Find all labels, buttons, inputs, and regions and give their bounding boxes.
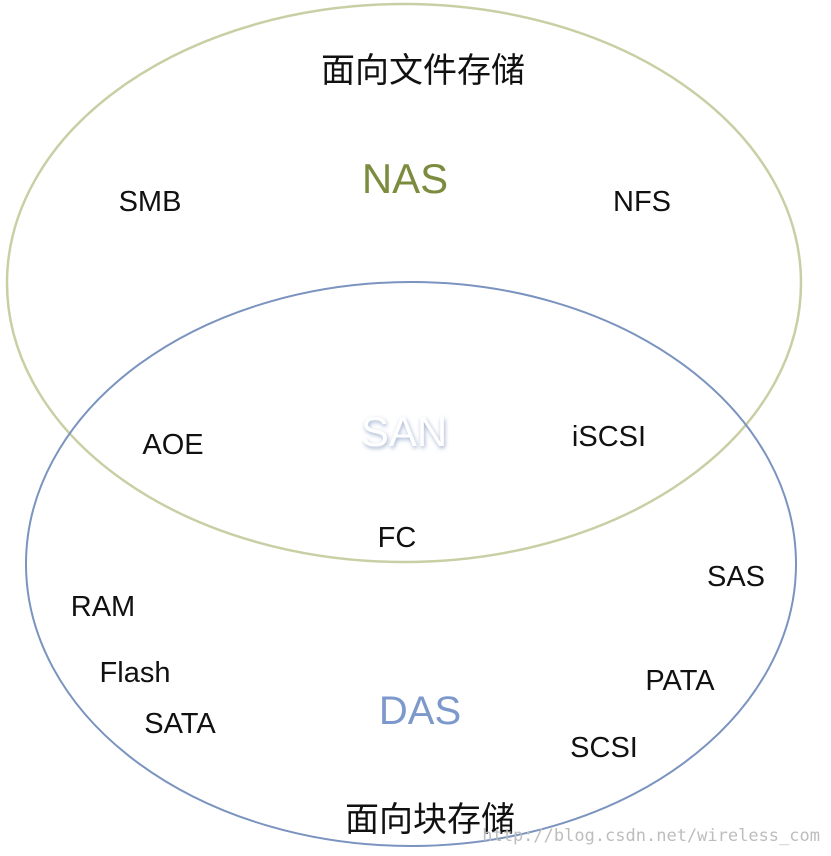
protocol-label-sata: SATA <box>144 708 216 740</box>
protocol-label-iscsi: iSCSI <box>572 421 646 453</box>
block-storage-caption: 面向块存储 <box>345 800 515 840</box>
protocol-label-ram: RAM <box>71 591 135 623</box>
protocol-label-smb: SMB <box>119 186 182 218</box>
protocol-label-sas: SAS <box>707 561 765 593</box>
file-storage-caption: 面向文件存储 <box>321 51 525 91</box>
nas-set-ellipse <box>5 2 803 564</box>
das-set-ellipse <box>25 281 797 847</box>
das-title: DAS <box>379 689 461 733</box>
nas-title: NAS <box>362 155 448 202</box>
protocol-label-fc: FC <box>378 522 417 554</box>
protocol-label-scsi: SCSI <box>570 732 638 764</box>
protocol-label-flash: Flash <box>100 657 171 689</box>
san-title: SAN <box>361 408 447 455</box>
protocol-label-nfs: NFS <box>613 186 671 218</box>
protocol-label-aoe: AOE <box>142 429 203 461</box>
watermark-url: http://blog.csdn.net/wireless_com <box>482 826 820 846</box>
protocol-label-pata: PATA <box>645 665 715 697</box>
